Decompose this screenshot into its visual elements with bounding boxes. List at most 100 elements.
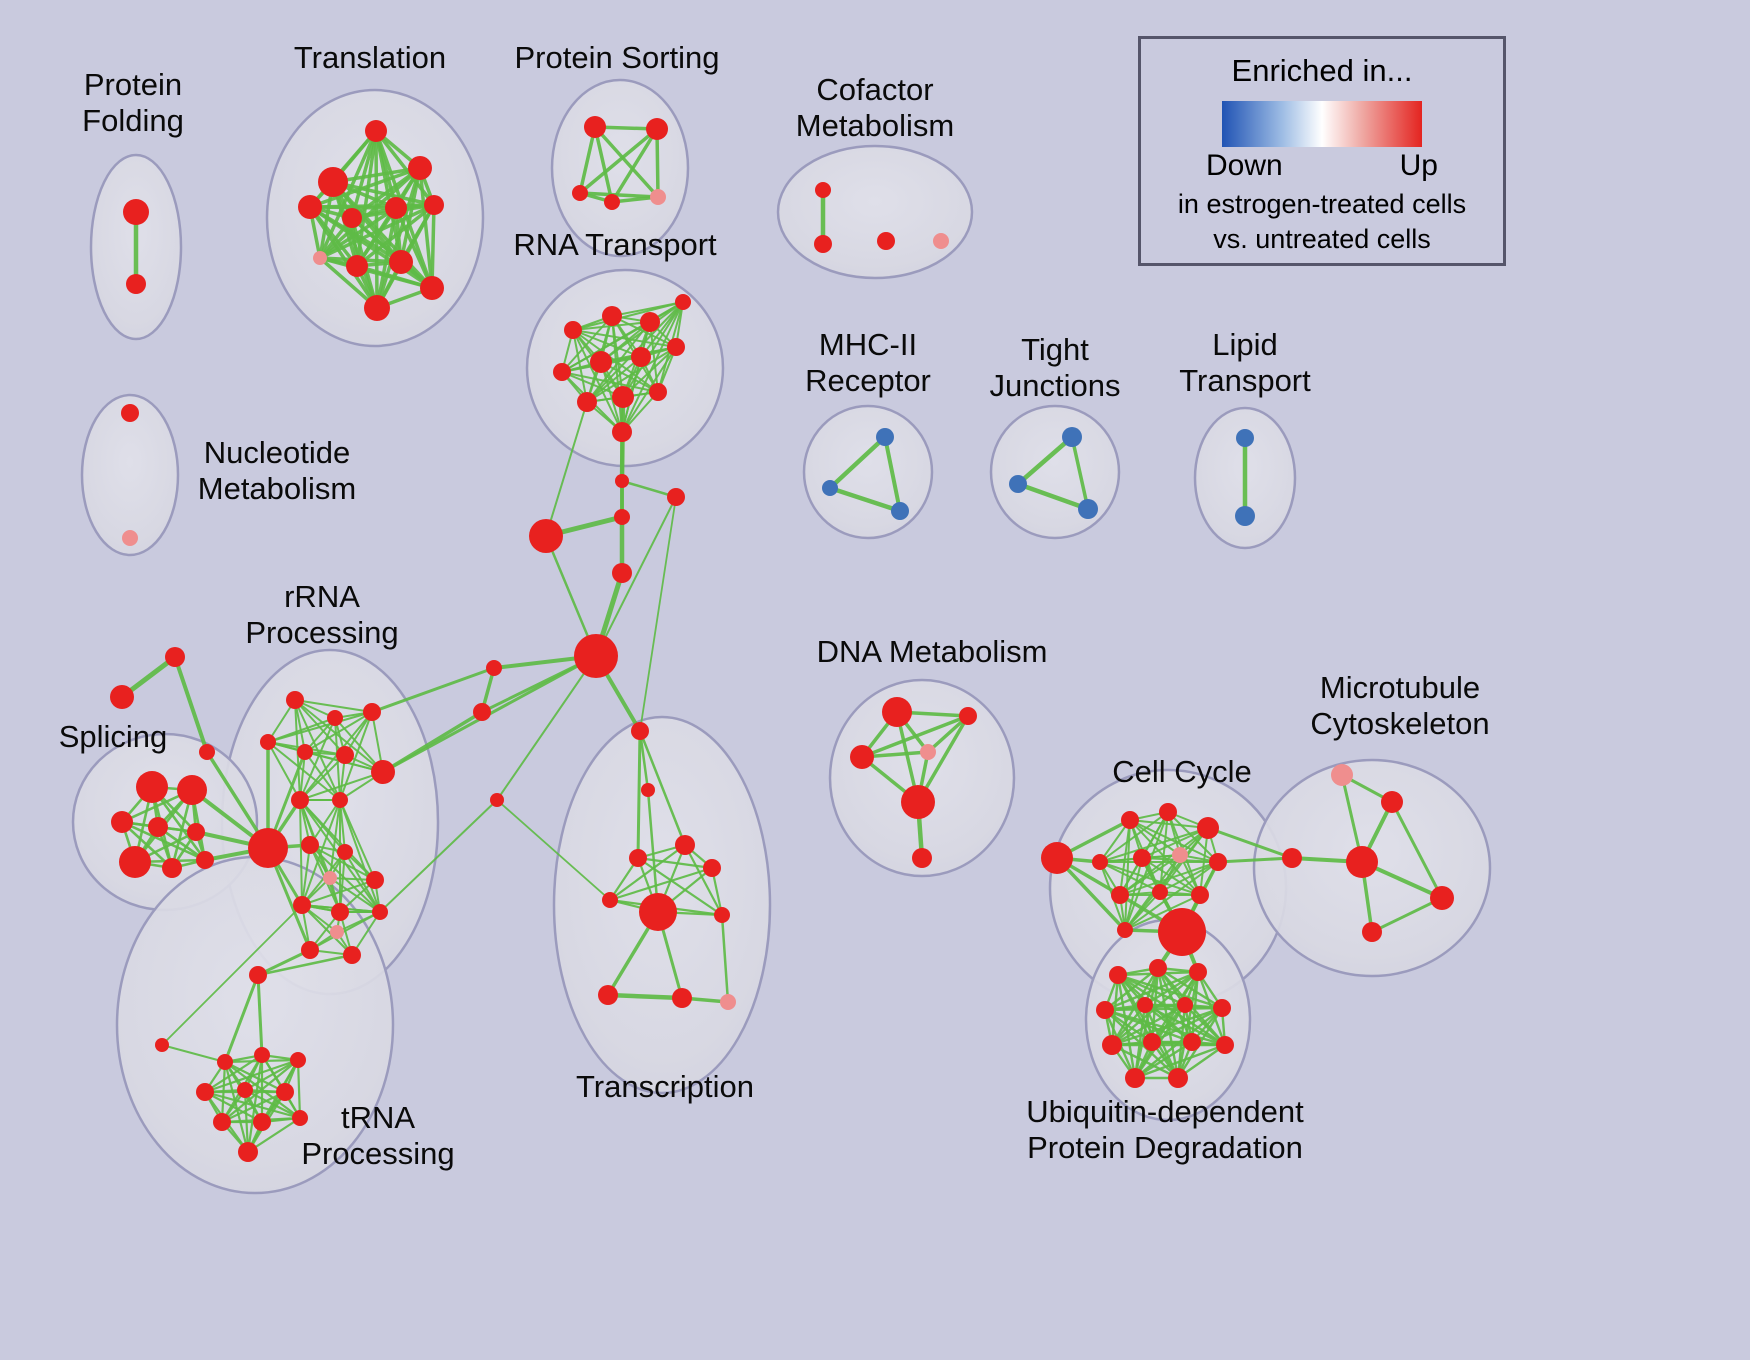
- node-ps1[interactable]: [584, 116, 606, 138]
- node-rr14[interactable]: [366, 871, 384, 889]
- node-rr9[interactable]: [332, 792, 348, 808]
- node-ub10[interactable]: [1183, 1033, 1201, 1051]
- node-bb1[interactable]: [615, 474, 629, 488]
- node-cn3[interactable]: [490, 793, 504, 807]
- node-rt12[interactable]: [612, 422, 632, 442]
- node-tn5[interactable]: [290, 1052, 306, 1068]
- node-tl7[interactable]: [424, 195, 444, 215]
- node-rr5[interactable]: [297, 744, 313, 760]
- node-tl6[interactable]: [385, 197, 407, 219]
- node-cc5[interactable]: [1092, 854, 1108, 870]
- node-cf2[interactable]: [814, 235, 832, 253]
- node-ub5[interactable]: [1137, 997, 1153, 1013]
- node-cc2[interactable]: [1121, 811, 1139, 829]
- node-rr10[interactable]: [248, 828, 288, 868]
- node-rt1[interactable]: [564, 321, 582, 339]
- node-rr13[interactable]: [323, 871, 337, 885]
- node-bb5[interactable]: [612, 563, 632, 583]
- node-nm1[interactable]: [121, 404, 139, 422]
- node-rr8[interactable]: [291, 791, 309, 809]
- node-ub6[interactable]: [1177, 997, 1193, 1013]
- node-ub9[interactable]: [1143, 1033, 1161, 1051]
- node-rt5[interactable]: [553, 363, 571, 381]
- node-tj2[interactable]: [1009, 475, 1027, 493]
- node-lt1[interactable]: [1236, 429, 1254, 447]
- node-nm2[interactable]: [122, 530, 138, 546]
- node-mc5[interactable]: [1430, 886, 1454, 910]
- node-sp7[interactable]: [162, 858, 182, 878]
- node-bb4[interactable]: [614, 509, 630, 525]
- node-dm3[interactable]: [850, 745, 874, 769]
- node-cc12[interactable]: [1158, 908, 1206, 956]
- node-mc2[interactable]: [1381, 791, 1403, 813]
- node-tl10[interactable]: [389, 250, 413, 274]
- node-rr18[interactable]: [301, 941, 319, 959]
- node-mh2[interactable]: [822, 480, 838, 496]
- node-rt6[interactable]: [590, 351, 612, 373]
- node-rt9[interactable]: [577, 392, 597, 412]
- node-rr19[interactable]: [343, 946, 361, 964]
- node-dm1[interactable]: [882, 697, 912, 727]
- node-cf1[interactable]: [815, 182, 831, 198]
- node-tn8[interactable]: [276, 1083, 294, 1101]
- node-sp8[interactable]: [196, 851, 214, 869]
- node-ub4[interactable]: [1096, 1001, 1114, 1019]
- node-tl12[interactable]: [364, 295, 390, 321]
- node-ps5[interactable]: [650, 189, 666, 205]
- node-tn4[interactable]: [254, 1047, 270, 1063]
- node-tl1[interactable]: [318, 167, 348, 197]
- node-rr6[interactable]: [336, 746, 354, 764]
- node-tn7[interactable]: [237, 1082, 253, 1098]
- node-bb2[interactable]: [667, 488, 685, 506]
- node-tl5[interactable]: [342, 208, 362, 228]
- node-ps4[interactable]: [604, 194, 620, 210]
- node-mh3[interactable]: [891, 502, 909, 520]
- node-tx7[interactable]: [602, 892, 618, 908]
- node-bb3[interactable]: [529, 519, 563, 553]
- node-cc1[interactable]: [1041, 842, 1073, 874]
- node-ub7[interactable]: [1213, 999, 1231, 1017]
- node-sp3[interactable]: [111, 811, 133, 833]
- node-rt7[interactable]: [631, 347, 651, 367]
- node-dm6[interactable]: [912, 848, 932, 868]
- node-tn1[interactable]: [249, 966, 267, 984]
- node-tx6[interactable]: [639, 893, 677, 931]
- node-sp5[interactable]: [187, 823, 205, 841]
- node-tj3[interactable]: [1078, 499, 1098, 519]
- node-rt2[interactable]: [602, 306, 622, 326]
- node-cc8[interactable]: [1209, 853, 1227, 871]
- node-cc7[interactable]: [1172, 847, 1188, 863]
- node-mc6[interactable]: [1362, 922, 1382, 942]
- node-rt3[interactable]: [640, 312, 660, 332]
- node-rr2[interactable]: [327, 710, 343, 726]
- node-tl4[interactable]: [298, 195, 322, 219]
- node-rt4[interactable]: [675, 294, 691, 310]
- node-ln1[interactable]: [165, 647, 185, 667]
- node-sp6[interactable]: [119, 846, 151, 878]
- node-rt10[interactable]: [612, 386, 634, 408]
- node-cf3[interactable]: [877, 232, 895, 250]
- node-rr17[interactable]: [372, 904, 388, 920]
- node-mc1[interactable]: [1331, 764, 1353, 786]
- node-tl8[interactable]: [313, 251, 327, 265]
- node-tj1[interactable]: [1062, 427, 1082, 447]
- node-mc4[interactable]: [1346, 846, 1378, 878]
- node-tn3[interactable]: [217, 1054, 233, 1070]
- node-cn2[interactable]: [473, 703, 491, 721]
- node-rr4[interactable]: [260, 734, 276, 750]
- node-cn1[interactable]: [486, 660, 502, 676]
- node-ps3[interactable]: [572, 185, 588, 201]
- node-rr3[interactable]: [363, 703, 381, 721]
- node-dm4[interactable]: [920, 744, 936, 760]
- node-tx2[interactable]: [641, 783, 655, 797]
- node-tx11[interactable]: [720, 994, 736, 1010]
- node-rt8[interactable]: [667, 338, 685, 356]
- node-tn9[interactable]: [213, 1113, 231, 1131]
- node-tn12[interactable]: [238, 1142, 258, 1162]
- node-ub12[interactable]: [1125, 1068, 1145, 1088]
- node-rr7[interactable]: [371, 760, 395, 784]
- node-ub8[interactable]: [1102, 1035, 1122, 1055]
- node-tx10[interactable]: [672, 988, 692, 1008]
- node-sp1[interactable]: [136, 771, 168, 803]
- node-mh1[interactable]: [876, 428, 894, 446]
